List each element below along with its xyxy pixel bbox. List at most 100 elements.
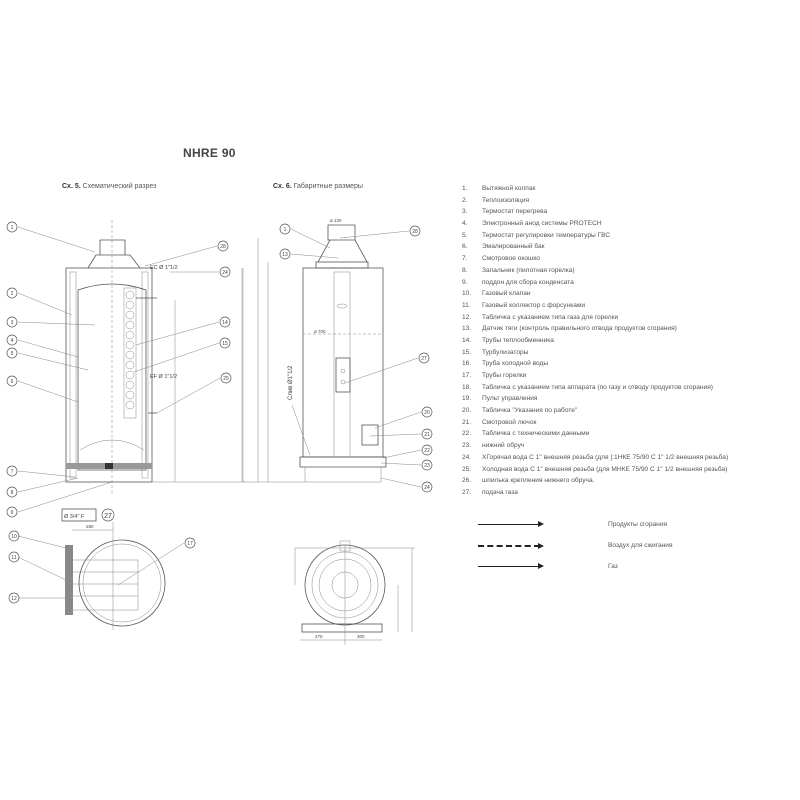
legend-number: 23. [462,442,472,450]
callout-21: 21 [424,432,430,438]
arrow-legend-combustion-products: Продукты сгорания [478,514,673,535]
burner-plan-drawing: Ø 3/4" F 27 280 [17,508,185,630]
arrow-label: Воздух для сжигания [608,542,673,549]
legend-text: Электронный анод системы PROTECH [482,220,602,228]
legend-text: Турбулизаторы [482,348,529,356]
legend-item: 25.Холодная вода С 1" внешняя резьба (дл… [462,464,800,476]
legend-text: Газовый коллектор с форсунками [482,301,586,309]
legend-number: 6. [462,243,468,251]
callouts-fig5: 1 2 3 4 5 6 7 8 9 28 24 14 15 25 [6,221,232,518]
legend-number: 13. [462,325,472,333]
legend-number: 24. [462,453,472,461]
legend-text: Термостат перегрева [482,208,548,216]
external-dimensions-drawing: ø 700 ø 130 Слив Ø1"1/2 [242,218,422,488]
callout-24: 24 [424,485,430,491]
legend-text: Смотровое окошко [482,255,540,263]
legend-number: 22. [462,430,472,438]
callout-8: 8 [11,490,14,496]
callout-7: 7 [11,469,14,475]
fig5-prefix: Сх. 5. [62,183,81,190]
legend-number: 8. [462,266,468,274]
fig6-prefix: Сх. 6. [273,183,292,190]
legend-number: 3. [462,208,468,216]
legend-number: 16. [462,360,472,368]
callout-28: 28 [220,244,226,250]
callout-11: 11 [11,555,16,561]
callout-24: 24 [222,270,228,276]
legend-item: 15. Турбулизаторы [462,347,800,359]
arrow-label: Газ [608,563,618,570]
cross-section-drawing: EC Ø 1"1/2 EF Ø 1"1/2 [65,220,245,495]
callout-10: 10 [11,534,17,540]
callout-1: 1 [284,227,287,233]
legend-number: 2. [462,196,468,204]
callout-15: 15 [222,341,228,347]
legend-item: 8.Запальник (пилотная горелка) [462,265,800,277]
legend-item: 6.Эмалированный бак [462,241,800,253]
callout-4: 4 [11,338,14,344]
legend-item: 23. нижний обруч [462,440,800,452]
legend-item: 24. ХГорячая вода С 1" внешняя резьба (дл… [462,452,800,464]
callout-9: 9 [11,510,14,516]
flow-arrow-legend: Продукты сгорания Воздух для сжигания Га… [478,514,673,577]
legend-text: Смотровой лючок [482,418,537,426]
legend-text: Табличка с указанием типа аппарата (по г… [482,383,713,391]
legend-text: Датчик тяги (контроль правильного отвода… [482,325,677,333]
legend-item: 21. Смотровой лючок [462,417,800,429]
legend-text: Табличка "Указания по работе" [482,407,578,415]
callout-20: 20 [424,410,430,416]
fig5-caption: Сх. 5. Схематический разрез [62,183,156,190]
legend-item: 1.Вытяжной колпак [462,183,800,195]
legend-text: Теплоизоляция [482,196,530,204]
legend-number: 4. [462,220,468,228]
dim-280: 280 [86,524,94,529]
legend-item: 13. Датчик тяги (контроль правильного отв… [462,323,800,335]
callout-1: 1 [11,225,14,231]
legend-text: Термостат регулировки температуры ГВС [482,231,611,239]
fig6-caption: Сх. 6. Габаритные размеры [273,183,363,190]
legend-number: 17. [462,372,472,379]
legend-text: Труба холодной воды [482,360,549,368]
legend-text: Холодная вода С 1" внешняя резьба (для М… [482,465,728,473]
solid-arrow-icon [478,521,544,527]
legend-item: 26.шпилька крепления нижнего обруча. [462,475,800,487]
legend-item: 10. Газовый клапан [462,288,800,300]
cold-water-inlet-label: EF Ø 1"1/2 [150,374,177,380]
heat-exchanger-turbulators [125,290,135,410]
arrow-legend-combustion-air: Воздух для сжигания [478,535,673,556]
legend-item: 9.поддон для сбора конденсата [462,277,800,289]
legend-item: 20.Табличка "Указания по работе" [462,405,800,417]
fig6-label: Габаритные размеры [293,183,363,190]
dim-270: 270 [315,634,323,639]
callout-2: 2 [11,291,14,297]
top-plan-drawing: 270 300 [294,540,415,645]
callout-3: 3 [11,320,14,326]
model-title: NHRE 90 [183,146,236,160]
legend-text: ХГорячая вода С 1" внешняя резьба (для ]… [482,453,729,461]
legend-item: 16. Труба холодной воды [462,358,800,370]
callout-28: 28 [412,229,418,235]
dim-diameter-130: ø 130 [330,218,342,223]
legend-number: 21. [462,418,472,426]
callout-25: 25 [223,376,229,382]
arrow-label: Продукты сгорания [608,521,668,528]
legend-item: 14.Трубы теплообменника [462,335,800,347]
legend-number: 9. [462,278,468,286]
drain-label: Слив Ø1"1/2 [288,365,294,400]
legend-item: 4. Электронный анод системы PROTECH [462,218,800,230]
legend-number: 15. [462,348,472,356]
legend-text: Пульт управления [482,395,538,403]
callout-27: 27 [104,513,112,520]
dim-300: 300 [357,634,365,639]
legend-number: 1. [462,185,468,192]
legend-number: 10. [462,290,472,298]
legend-text: нижний обруч [482,442,525,450]
legend-item: 18.Табличка с указанием типа аппарата (п… [462,382,800,394]
legend-number: 14. [462,336,472,344]
legend-number: 19. [462,395,472,403]
legend-text: Табличка с указанием типа газа для горел… [482,313,619,321]
legend-text: Газовый клапан [482,290,531,298]
legend-item: 12.Табличка с указанием типа газа для го… [462,312,800,324]
